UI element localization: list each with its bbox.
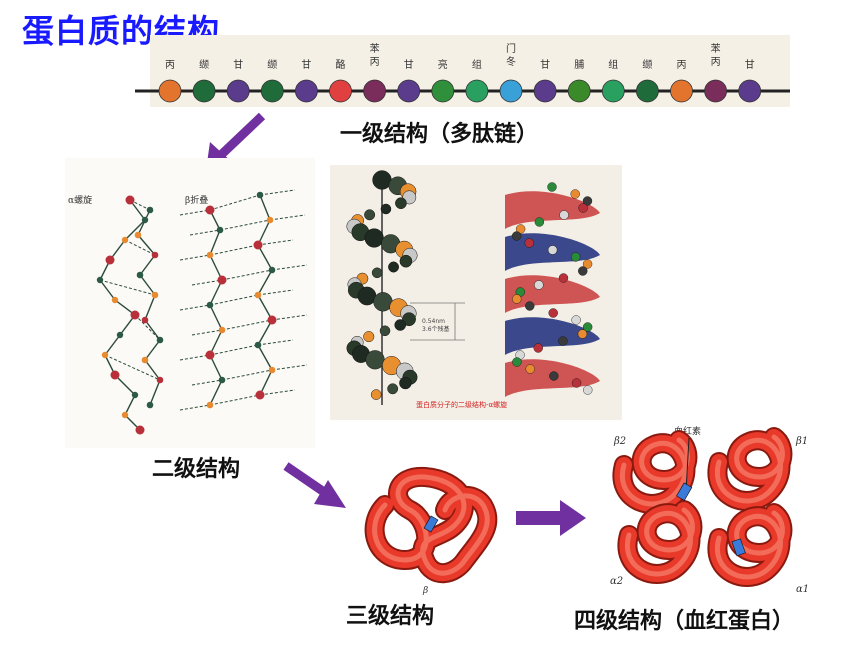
amino-acid-bead	[192, 79, 216, 103]
beta-sheet-label: β折叠	[185, 194, 208, 206]
amino-acid-label: 缬	[199, 58, 209, 71]
amino-acid-label: 亮	[438, 58, 448, 71]
amino-acid-label: 酪	[336, 58, 346, 71]
amino-acid-bead	[704, 79, 727, 103]
amino-acid-label: 甘	[404, 58, 414, 71]
amino-acid-label: 苯丙	[370, 42, 380, 68]
subunit-alpha2-label: α2	[610, 576, 623, 587]
helix-atoms	[346, 170, 418, 400]
hemoglobin-model: 血红素 β2 β1 α2 α1	[610, 425, 809, 595]
amino-acid-label: 苯丙	[711, 42, 721, 68]
amino-acid-label: 缬	[267, 58, 277, 71]
amino-acid-bead	[636, 79, 659, 103]
amino-acid-bead	[329, 79, 352, 103]
amino-acid-label: 脯	[574, 58, 584, 71]
subunit-beta1-label: β1	[795, 436, 808, 447]
amino-acid-bead	[670, 79, 693, 103]
tertiary-tube	[364, 466, 498, 584]
amino-acid-bead	[431, 79, 455, 103]
helix-residue-text: 3.6个残基	[422, 325, 450, 333]
amino-acid-label: 甘	[301, 58, 311, 71]
amino-acid-label: 甘	[233, 58, 243, 71]
amino-acid-label: 组	[608, 58, 618, 71]
amino-acid-label: 甘	[745, 58, 755, 71]
amino-acid-bead	[738, 79, 762, 103]
secondary-schematic-panel	[65, 158, 315, 448]
tertiary-structure-label: 三级结构	[346, 604, 435, 629]
alpha-helix-model: 0.54nm 3.6个残基 蛋白质分子的二级结构-α螺旋	[346, 170, 600, 409]
secondary-schematic: α螺旋 β折叠	[68, 189, 308, 435]
amino-acid-label: 缬	[642, 58, 652, 71]
amino-acid-bead	[294, 79, 318, 103]
amino-acid-bead	[533, 79, 557, 103]
helix-pitch-text: 0.54nm	[422, 318, 445, 325]
amino-acid-bead	[158, 79, 182, 103]
amino-acid-bead	[260, 79, 284, 103]
subunit-beta2-label: β2	[613, 436, 626, 447]
amino-acid-label: 丙	[165, 60, 175, 71]
amino-acid-label: 甘	[540, 58, 550, 71]
subunit-alpha1-label: α1	[796, 584, 809, 595]
helix-ribbon	[505, 182, 600, 397]
primary-structure-label: 一级结构（多肽链）	[340, 122, 539, 147]
amino-acid-label: 门冬	[506, 42, 516, 68]
amino-acid-bead	[499, 79, 523, 103]
polypeptide-chain: 丙 缬 甘 缬 甘 酪 苯丙甘 亮 组 门冬甘 脯 组 缬 丙 苯丙甘	[135, 42, 790, 103]
tertiary-beta-label: β	[422, 586, 428, 596]
arrow-to-tertiary	[283, 462, 346, 508]
amino-acid-bead	[363, 79, 387, 103]
alpha-helix-label: α螺旋	[68, 194, 92, 206]
amino-acid-bead	[567, 79, 591, 103]
schematic-atoms	[96, 189, 308, 435]
amino-acid-bead	[226, 79, 250, 103]
helix-photo-caption: 蛋白质分子的二级结构-α螺旋	[416, 400, 507, 409]
arrow-to-quaternary	[516, 500, 586, 536]
tertiary-structure-model: β	[364, 466, 498, 596]
secondary-structure-label: 二级结构	[152, 457, 241, 482]
hemoglobin-tubes	[612, 427, 793, 587]
amino-acid-bead	[465, 79, 489, 103]
amino-acid-bead	[601, 79, 625, 103]
quaternary-structure-label: 四级结构（血红蛋白）	[574, 609, 795, 634]
amino-acid-label: 丙	[677, 60, 687, 71]
amino-acid-label: 组	[472, 58, 482, 71]
amino-acid-bead	[397, 79, 421, 103]
